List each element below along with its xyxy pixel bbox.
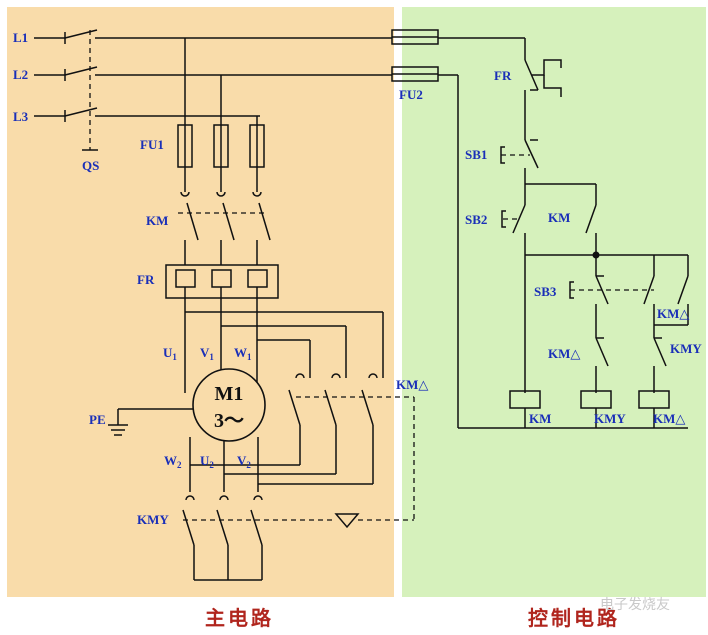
motor-m1: M1 3～ (192, 368, 266, 442)
km-hold-contact (585, 204, 597, 255)
sb2-start-button (501, 204, 526, 255)
label-km: KM (146, 213, 168, 228)
coil-kmy (580, 390, 612, 409)
pe-ground (108, 408, 193, 436)
label-fu2: FU2 (399, 87, 423, 102)
relay-coils (509, 390, 670, 409)
label-kmy: KMY (137, 512, 169, 527)
label-kmy-contact: KMY (670, 341, 702, 356)
label-coil-km-delta: KM△ (653, 411, 685, 426)
kmy-contacts (182, 495, 414, 581)
main-circuit-caption: 主电路 (205, 606, 274, 630)
coil-km-delta (638, 390, 670, 409)
qs-switch (64, 29, 98, 151)
delta-connection-wires (185, 311, 384, 378)
motor-lower-wires (189, 437, 373, 492)
label-km-hold: KM (548, 210, 570, 225)
fr-nc-contact (520, 37, 562, 140)
label-fr-nc: FR (494, 68, 512, 83)
watermark: 电子发烧友 (600, 597, 670, 613)
label-l3: L3 (13, 109, 29, 124)
km-delta-hold-contact (643, 255, 689, 338)
sb1-stop-button (500, 139, 597, 205)
label-v2: V2 (237, 453, 251, 470)
coil-km (509, 390, 541, 409)
label-sb2: SB2 (465, 212, 487, 227)
fu1-fuses (177, 124, 265, 192)
control-left-rail (457, 75, 688, 429)
label-km-delta: KM△ (396, 377, 428, 392)
label-coil-km: KM (529, 411, 551, 426)
fu2-fuses (391, 29, 439, 82)
label-fr: FR (137, 272, 155, 287)
label-sb1: SB1 (465, 147, 487, 162)
label-u1: U1 (163, 345, 177, 362)
label-km-delta-hold: KM△ (657, 306, 689, 321)
label-sb3: SB3 (534, 284, 557, 299)
label-pe: PE (89, 412, 106, 427)
main-vertical-lines (184, 38, 258, 125)
km-main-contacts (178, 191, 271, 265)
motor-name: M1 (215, 383, 244, 405)
label-qs: QS (82, 158, 99, 173)
label-l1: L1 (13, 30, 28, 45)
label-km-delta-nc: KM△ (548, 346, 580, 361)
km-delta-contacts (288, 373, 415, 520)
label-coil-kmy: KMY (594, 411, 626, 426)
label-u2: U2 (200, 453, 214, 470)
label-v1: V1 (200, 345, 214, 362)
supply-lines (34, 37, 520, 117)
label-w2: W2 (164, 453, 182, 470)
sb3-button (569, 255, 654, 338)
label-l2: L2 (13, 67, 28, 82)
km-delta-nc-contact (595, 337, 609, 393)
motor-phase: 3～ (214, 410, 244, 432)
kmy-nc-contact (653, 337, 667, 393)
control-circuit-region (402, 7, 706, 597)
control-circuit-caption: 控制电路 (528, 606, 620, 630)
main-circuit-region (7, 7, 394, 597)
label-fu1: FU1 (140, 137, 164, 152)
label-w1: W1 (234, 345, 252, 362)
